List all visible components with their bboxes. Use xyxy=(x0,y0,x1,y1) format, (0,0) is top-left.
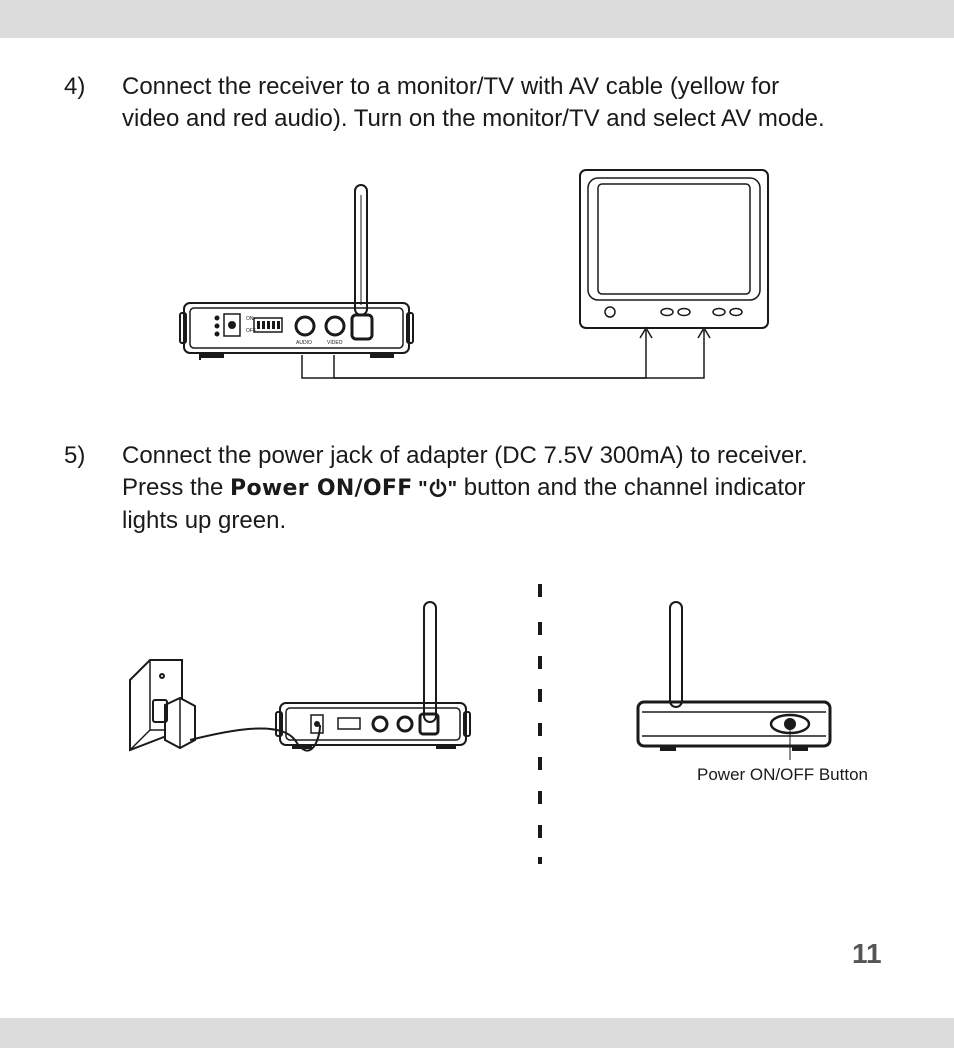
step-number: 4) xyxy=(64,73,86,100)
page-number: 11 xyxy=(852,938,882,969)
separator-dash xyxy=(538,825,542,838)
step-line: Connect the power jack of adapter (DC 7.… xyxy=(122,442,808,469)
svg-text:ON: ON xyxy=(246,316,254,322)
antenna-icon xyxy=(354,184,368,316)
step-line: Connect the receiver to a monitor/TV wit… xyxy=(122,73,780,100)
step-line: lights up green. xyxy=(122,507,287,534)
step-text: Connect the power jack of adapter (DC 7.… xyxy=(122,440,912,537)
svg-text:VIDEO: VIDEO xyxy=(327,340,343,346)
receiver-to-monitor-diagram: ON OFF AUDIO VIDEO xyxy=(179,169,769,379)
step-line: video and red audio). Turn on the monito… xyxy=(122,105,825,132)
adapter-to-receiver-diagram xyxy=(129,601,471,752)
separator-dash xyxy=(538,622,542,635)
monitor-icon xyxy=(579,169,769,329)
svg-text:AUDIO: AUDIO xyxy=(296,340,312,346)
receiver-icon xyxy=(179,302,414,360)
separator-dash xyxy=(538,723,542,736)
separator-dash xyxy=(538,689,542,702)
power-icon xyxy=(429,478,446,497)
av-cable xyxy=(333,330,705,379)
power-button-icon xyxy=(769,713,811,760)
step-line: Press the Power ON/OFF "" button and the… xyxy=(122,474,806,501)
power-adapter-icon xyxy=(152,696,196,750)
separator-dash xyxy=(538,584,542,597)
antenna-icon xyxy=(669,601,683,708)
power-button-callout: Power ON/OFF Button xyxy=(697,765,868,784)
svg-text:OFF: OFF xyxy=(246,328,256,334)
separator-dash xyxy=(538,857,542,864)
receiver-front-diagram xyxy=(636,601,832,760)
separator-dash xyxy=(538,656,542,669)
separator-dash xyxy=(538,757,542,770)
receiver-front-icon xyxy=(636,700,832,751)
step-number: 5) xyxy=(64,442,86,469)
separator-dash xyxy=(538,791,542,804)
bottom-band xyxy=(0,1018,954,1048)
receiver-icon xyxy=(275,702,471,749)
antenna-icon xyxy=(423,601,437,723)
top-band xyxy=(0,0,954,38)
power-label: Power ON/OFF xyxy=(230,476,413,501)
step-text: Connect the receiver to a monitor/TV wit… xyxy=(122,71,912,135)
